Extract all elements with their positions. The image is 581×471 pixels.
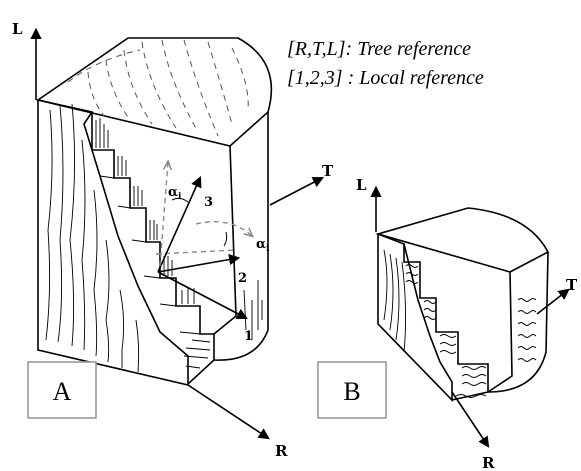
axis-r-arrow-b <box>451 391 490 448</box>
specimen-b-left-face <box>377 232 453 402</box>
axis-r-arrow-a <box>187 384 270 440</box>
specimen-a: L T R <box>12 20 334 460</box>
alpha-label-right: αi <box>256 237 270 254</box>
axis-l-label-b: L <box>356 176 367 194</box>
bark-texture-a <box>45 103 140 373</box>
local-axis-2-arrow <box>157 254 241 273</box>
local-axis-3-arrow <box>157 175 202 273</box>
specimen-b-label: B <box>343 377 360 406</box>
outer-edge-a <box>213 112 269 361</box>
inner-edge-b <box>487 271 513 393</box>
specimen-b-top-face <box>375 207 550 273</box>
legend-tree-reference: [R,T,L]: Tree reference <box>287 38 471 60</box>
wood-grain-b-left <box>383 249 407 353</box>
axis-r-label-b: R <box>482 454 495 471</box>
inner-edge-a <box>213 145 237 335</box>
local-reference-a: 3 2 1 αi αi <box>157 162 270 344</box>
staircase-risers-a <box>83 123 201 335</box>
axis-t-arrow-a <box>269 176 324 206</box>
alpha-guide-arc <box>195 221 252 236</box>
specimen-a-label: A <box>53 377 72 406</box>
axis-t-label-b: T <box>566 276 578 294</box>
alpha-angle-arc-2 <box>223 231 228 247</box>
axis-t-label-a: T <box>322 162 334 180</box>
alpha-label-upper: αi <box>168 185 182 202</box>
local-axis-1-label: 1 <box>244 329 253 344</box>
specimen-a-left-face <box>37 99 189 387</box>
specimen-b: L T R <box>317 176 578 471</box>
legend-local-reference: [1,2,3] : Local reference <box>287 67 484 89</box>
staircase-cut-b <box>403 244 489 401</box>
staircase-cut-a <box>91 112 215 385</box>
alpha-angle-arc-1 <box>171 197 189 203</box>
outer-edge-b <box>487 251 549 393</box>
local-axis-3-label: 3 <box>204 195 213 210</box>
stair-wavy-grain-b <box>405 264 487 398</box>
axis-l-label-a: L <box>12 20 23 38</box>
legend: [R,T,L]: Tree reference [1,2,3] : Local … <box>287 38 484 89</box>
specimen-a-top-face <box>36 37 273 147</box>
specimen-b-label-box <box>317 361 387 419</box>
local-axis-2-label: 2 <box>238 271 247 286</box>
specimen-a-label-box <box>27 361 97 419</box>
growth-rings-a <box>67 39 249 137</box>
axis-t-arrow-b <box>536 288 570 315</box>
local-axis-1-arrow <box>157 271 248 320</box>
end-grain-b <box>517 298 537 362</box>
axis-r-label-a: R <box>275 442 288 460</box>
local-axis-2-guide <box>155 249 237 255</box>
stair-hatching-a <box>95 118 211 369</box>
